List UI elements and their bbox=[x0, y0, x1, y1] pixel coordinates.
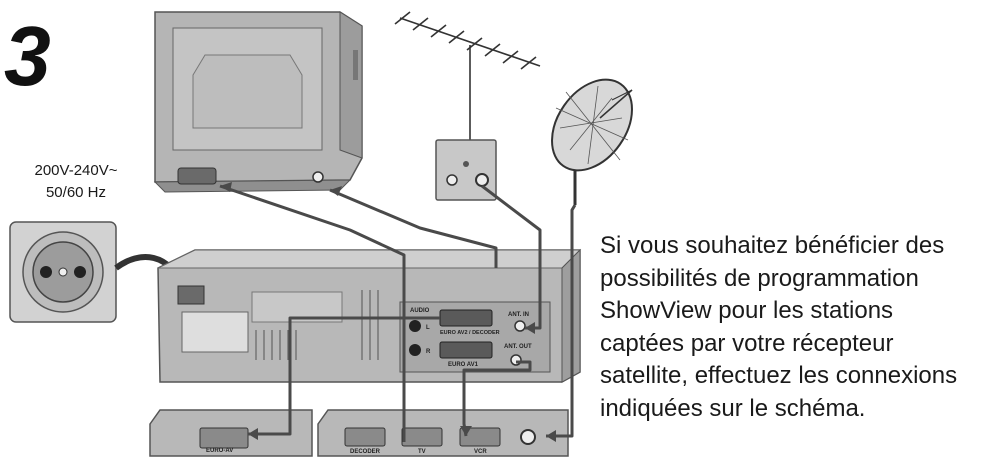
label-ant-out: ANT. OUT bbox=[504, 344, 532, 350]
receiver-euro-av-socket bbox=[199, 427, 249, 449]
cable-arrows bbox=[220, 182, 556, 442]
tv-scart-socket bbox=[177, 167, 217, 185]
euro-av1-socket bbox=[439, 341, 493, 359]
instruction-line: indiquées sur le schéma. bbox=[600, 394, 866, 422]
vcr: AUDIO L R EURO AV2 / DECODER EURO AV1 AN… bbox=[157, 248, 582, 383]
antenna-icon bbox=[394, 11, 541, 140]
satellite-device: DECODER TV VCR bbox=[317, 409, 569, 457]
satellite-dish-icon bbox=[551, 78, 633, 205]
instruction-text: Si vous souhaitez bénéficier des possibi… bbox=[600, 230, 978, 425]
label-audio-l: L bbox=[426, 325, 430, 331]
label-euro-av2: EURO AV2 / DECODER bbox=[440, 330, 500, 336]
frequency-label: 50/60 Hz bbox=[45, 184, 107, 201]
ant-in-socket bbox=[514, 320, 526, 332]
power-socket bbox=[9, 221, 117, 323]
label-audio-r: R bbox=[426, 349, 431, 355]
cables bbox=[219, 184, 577, 442]
label-decoder: DECODER bbox=[350, 449, 381, 455]
label-vcr: VCR bbox=[474, 449, 487, 455]
wall-antenna-socket bbox=[435, 139, 497, 201]
voltage-label: 200V-240V~ bbox=[34, 162, 118, 179]
label-tv: TV bbox=[418, 449, 426, 455]
tv-antenna-socket bbox=[312, 171, 324, 183]
label-euro-av1: EURO AV1 bbox=[448, 362, 479, 368]
vcr-power-socket bbox=[177, 285, 205, 305]
instruction-line: captées par votre récepteur bbox=[600, 329, 894, 357]
label-receiver-euro-av: EURO-AV bbox=[206, 448, 233, 454]
instruction-line: satellite, effectuez les connexions bbox=[600, 362, 958, 389]
power-rating: 200V-240V~ 50/60 Hz bbox=[18, 160, 134, 204]
instruction-line: Si vous souhaitez bénéficier des bbox=[600, 232, 945, 259]
instruction-line: possibilités de programmation bbox=[600, 264, 919, 292]
satellite-receiver: EURO-AV bbox=[149, 409, 313, 457]
label-ant-in: ANT. IN bbox=[508, 312, 529, 318]
label-audio: AUDIO bbox=[410, 308, 430, 314]
step-number: 3 bbox=[4, 9, 51, 103]
euro-av2-socket bbox=[439, 309, 493, 327]
instruction-line: ShowView pour les stations bbox=[600, 297, 894, 324]
tv-set bbox=[153, 11, 363, 193]
